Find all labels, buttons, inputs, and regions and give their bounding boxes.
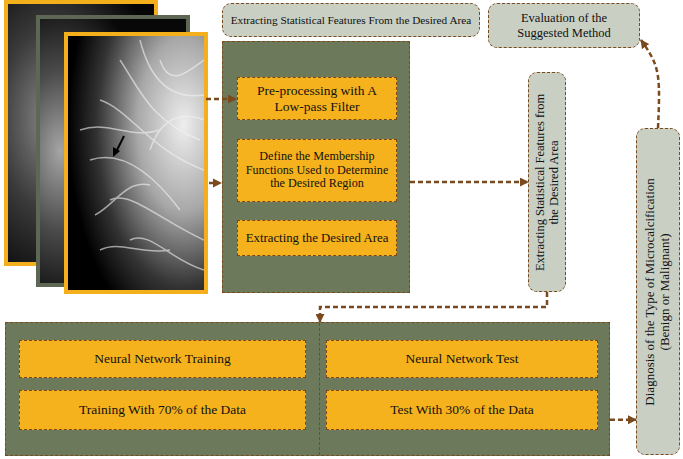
process-group: Extracting Statistical Features From the…	[222, 3, 480, 293]
box-label: Neural Network Test	[406, 351, 519, 367]
diagnosis-box: Diagnosis of the Type of Microcalcificat…	[636, 128, 680, 455]
mammogram-image	[66, 34, 206, 292]
training-box: Neural Network Training	[19, 340, 306, 378]
heading-tab: Extracting Statistical Features From the…	[222, 3, 480, 37]
mammogram-image	[68, 36, 204, 290]
marker-arrow	[113, 147, 120, 157]
process-box: Define the Membership Functions Used to …	[237, 139, 397, 202]
panel-divider	[319, 323, 320, 455]
box-label: Diagnosis of the Type of Microcalcificat…	[643, 157, 673, 427]
box-label: Define the Membership Functions Used to …	[244, 150, 390, 192]
process-box: Pre-processing with A Low-pass Filter	[237, 77, 397, 120]
box-label: Training With 70% of the Data	[79, 402, 246, 418]
flow-arrow	[610, 419, 636, 422]
box-label: Extracting Statistical Features from the…	[533, 85, 562, 280]
box-label: Test With 30% of the Data	[390, 402, 533, 418]
tissue-texture	[100, 246, 170, 251]
flow-arrow	[204, 89, 240, 109]
box-label: Pre-processing with A Low-pass Filter	[244, 83, 390, 114]
box-label: Evaluation of the Suggested Method	[495, 11, 633, 40]
flow-arrow	[641, 40, 659, 128]
tissue-texture	[80, 40, 204, 270]
box-label: Extracting the Desired Area	[246, 231, 389, 246]
tissue-texture	[150, 116, 204, 150]
training-box: Training With 70% of the Data	[19, 390, 306, 430]
process-box: Extracting the Desired Area	[237, 220, 397, 256]
flow-arrow	[320, 292, 547, 322]
box-label: Neural Network Training	[94, 351, 230, 367]
flow-arrow	[206, 98, 236, 101]
evaluation-box: Evaluation of the Suggested Method	[488, 3, 640, 48]
group-heading: Extracting Statistical Features From the…	[231, 14, 472, 27]
neural-network-panel: Neural Network TrainingTraining With 70%…	[5, 322, 610, 456]
tissue-texture	[100, 100, 204, 170]
flow-arrow	[213, 179, 222, 188]
test-box: Test With 30% of the Data	[326, 390, 598, 430]
test-box: Neural Network Test	[326, 340, 598, 378]
tissue-texture	[160, 60, 204, 76]
feature-box: Extracting Statistical Features from the…	[528, 72, 566, 292]
tissue-texture	[140, 40, 204, 96]
image-frame	[66, 34, 206, 292]
tissue-texture	[130, 238, 204, 270]
tissue-texture	[110, 198, 204, 240]
tissue-texture	[80, 127, 160, 133]
flow-arrow	[410, 181, 528, 184]
tissue-texture	[95, 184, 150, 215]
